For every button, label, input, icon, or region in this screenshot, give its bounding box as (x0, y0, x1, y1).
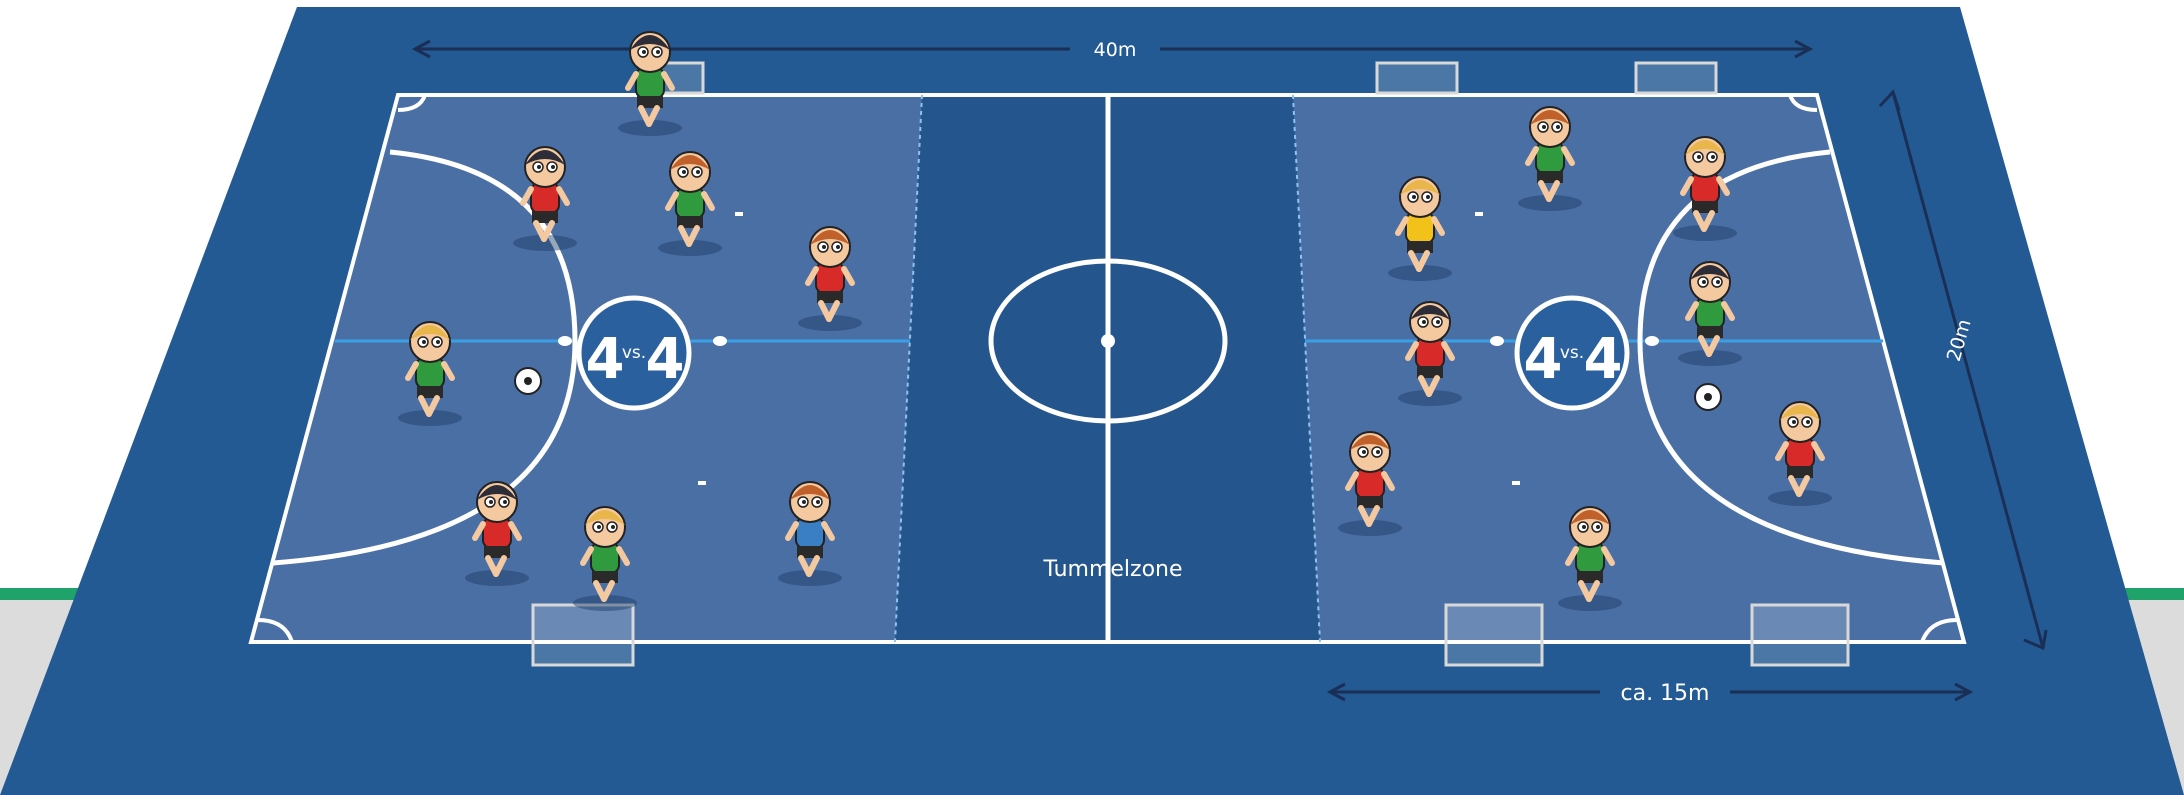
soccer-ball (515, 368, 541, 394)
badge-left-number: 4 (1524, 327, 1563, 392)
badge-vs: vs. (622, 343, 646, 363)
penalty-mark (1512, 481, 1520, 485)
badge-4vs4-left: 4 vs. 4 (579, 298, 689, 408)
badge-vs: vs. (1560, 343, 1584, 363)
spot (1490, 336, 1504, 346)
soccer-ball (1695, 384, 1721, 410)
spot (1645, 336, 1659, 346)
spot (713, 336, 727, 346)
badge-right-number: 4 (1584, 327, 1623, 392)
penalty-mark (1475, 212, 1483, 216)
badge-4vs4-right: 4 vs. 4 (1517, 298, 1627, 408)
badge-right-number: 4 (646, 327, 685, 392)
center-spot (1101, 334, 1115, 348)
middle-zone-label: Tummelzone (1042, 557, 1182, 582)
penalty-mark (698, 481, 706, 485)
badge-left-number: 4 (586, 327, 625, 392)
zone-length-label: ca. 15m (1621, 681, 1710, 706)
length-label: 40m (1094, 39, 1137, 61)
penalty-mark (735, 212, 743, 216)
spot (558, 336, 572, 346)
